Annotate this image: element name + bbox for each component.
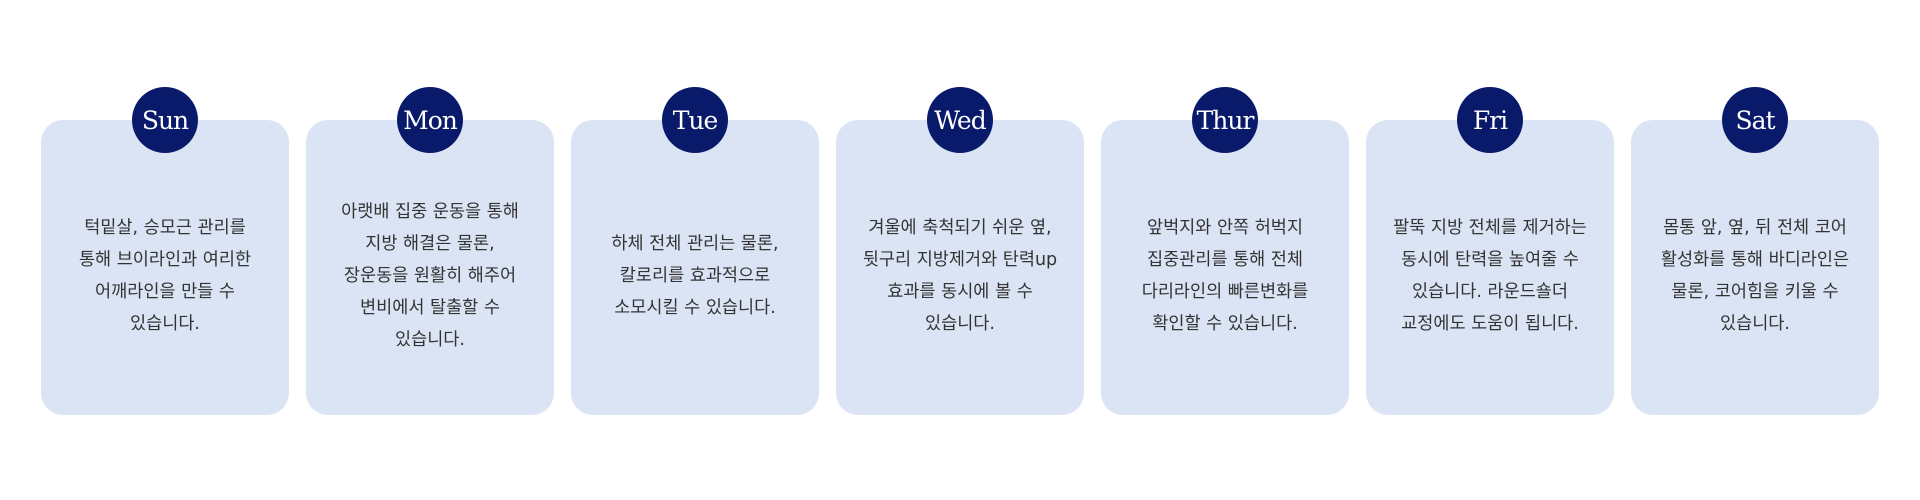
day-badge-sun: Sun — [132, 87, 198, 153]
day-card-sun: Sun 턱밑살, 승모근 관리를 통해 브이라인과 여리한 어깨라인을 만들 수… — [41, 87, 289, 417]
day-card-wed: Wed 겨울에 축척되기 쉬운 옆, 뒷구리 지방제거와 탄력up 효과를 동시… — [836, 87, 1084, 417]
day-badge-mon: Mon — [397, 87, 463, 153]
day-card-mon: Mon 아랫배 집중 운동을 통해 지방 해결은 물론, 장운동을 원활히 해주… — [306, 87, 554, 417]
day-badge-wed: Wed — [927, 87, 993, 153]
day-description-tue: 하체 전체 관리는 물론, 칼로리를 효과적으로 소모시킬 수 있습니다. — [611, 233, 779, 318]
day-card-tue: Tue 하체 전체 관리는 물론, 칼로리를 효과적으로 소모시킬 수 있습니다… — [571, 87, 819, 417]
day-body-sat: 몸통 앞, 옆, 뒤 전체 코어 활성화를 통해 바디라인은 물론, 코어힘을 … — [1631, 120, 1879, 415]
day-description-mon: 아랫배 집중 운동을 통해 지방 해결은 물론, 장운동을 원활히 해주어 변비… — [341, 201, 519, 350]
day-body-sun: 턱밑살, 승모근 관리를 통해 브이라인과 여리한 어깨라인을 만들 수 있습니… — [41, 120, 289, 415]
day-card-thur: Thur 앞벅지와 안쪽 허벅지 집중관리를 통해 전체 다리라인의 빠른변화를… — [1101, 87, 1349, 417]
day-description-sun: 턱밑살, 승모근 관리를 통해 브이라인과 여리한 어깨라인을 만들 수 있습니… — [78, 217, 252, 334]
day-card-sat: Sat 몸통 앞, 옆, 뒤 전체 코어 활성화를 통해 바디라인은 물론, 코… — [1631, 87, 1879, 417]
day-body-wed: 겨울에 축척되기 쉬운 옆, 뒷구리 지방제거와 탄력up 효과를 동시에 볼 … — [836, 120, 1084, 415]
day-description-sat: 몸통 앞, 옆, 뒤 전체 코어 활성화를 통해 바디라인은 물론, 코어힘을 … — [1660, 217, 1850, 334]
day-body-thur: 앞벅지와 안쪽 허벅지 집중관리를 통해 전체 다리라인의 빠른변화를 확인할 … — [1101, 120, 1349, 415]
day-description-thur: 앞벅지와 안쪽 허벅지 집중관리를 통해 전체 다리라인의 빠른변화를 확인할 … — [1141, 217, 1309, 334]
day-badge-tue: Tue — [662, 87, 728, 153]
day-body-mon: 아랫배 집중 운동을 통해 지방 해결은 물론, 장운동을 원활히 해주어 변비… — [306, 120, 554, 415]
day-description-fri: 팔뚝 지방 전체를 제거하는 동시에 탄력을 높여줄 수 있습니다. 라운드숄더… — [1393, 217, 1587, 334]
day-badge-sat: Sat — [1722, 87, 1788, 153]
day-card-fri: Fri 팔뚝 지방 전체를 제거하는 동시에 탄력을 높여줄 수 있습니다. 라… — [1366, 87, 1614, 417]
weekly-schedule: Sun 턱밑살, 승모근 관리를 통해 브이라인과 여리한 어깨라인을 만들 수… — [41, 87, 1881, 417]
day-description-wed: 겨울에 축척되기 쉬운 옆, 뒷구리 지방제거와 탄력up 효과를 동시에 볼 … — [862, 217, 1058, 334]
day-body-tue: 하체 전체 관리는 물론, 칼로리를 효과적으로 소모시킬 수 있습니다. — [571, 120, 819, 415]
day-badge-fri: Fri — [1457, 87, 1523, 153]
day-body-fri: 팔뚝 지방 전체를 제거하는 동시에 탄력을 높여줄 수 있습니다. 라운드숄더… — [1366, 120, 1614, 415]
day-badge-thur: Thur — [1192, 87, 1258, 153]
